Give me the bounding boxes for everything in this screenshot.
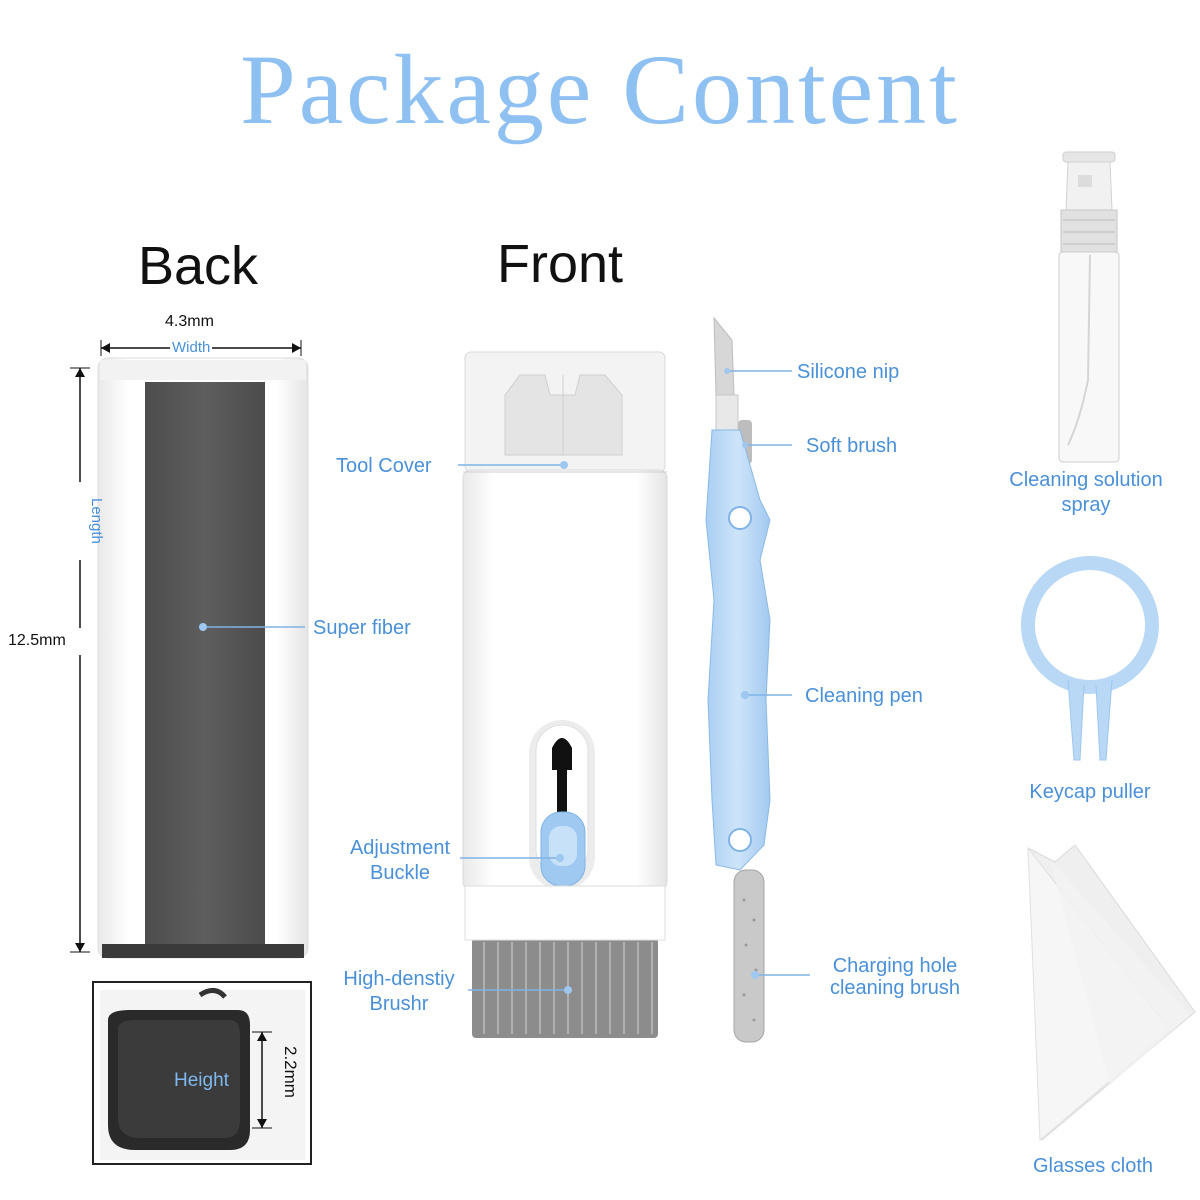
- label-tool-cover: Tool Cover: [336, 455, 432, 477]
- height-inset: [92, 981, 312, 1165]
- label-keycap-puller: Keycap puller: [1029, 781, 1151, 803]
- label-brush-1: High-denstiy: [343, 968, 455, 990]
- width-label: Width: [170, 339, 213, 356]
- label-spray-2: spray: [1061, 494, 1111, 516]
- page-title: Package Content: [240, 34, 960, 145]
- length-dimension: [70, 367, 90, 953]
- label-silicone-nip: Silicone nip: [797, 361, 900, 383]
- front-heading: Front: [497, 234, 624, 294]
- length-label: Length: [88, 498, 105, 544]
- label-glasses-cloth: Glasses cloth: [1032, 1155, 1154, 1177]
- keycap-puller: [1021, 556, 1159, 761]
- back-unit: [97, 357, 309, 959]
- label-soft-brush: Soft brush: [806, 435, 898, 457]
- back-heading: Back: [138, 236, 259, 296]
- label-adjustment-2: Buckle: [369, 862, 431, 884]
- width-value: 4.3mm: [165, 313, 214, 330]
- label-charging-1: Charging hole: [832, 955, 958, 977]
- cleaning-pen: [705, 316, 810, 1043]
- label-adjustment-1: Adjustment: [349, 837, 451, 859]
- spray-bottle: [1058, 151, 1120, 463]
- label-brush-2: Brushr: [369, 993, 429, 1015]
- label-spray-1: Cleaning solution: [1009, 469, 1163, 491]
- label-charging-2: cleaning brush: [829, 977, 961, 999]
- label-cleaning-pen: Cleaning pen: [805, 685, 923, 707]
- glasses-cloth: [1027, 844, 1196, 1142]
- super-fiber-pad: [145, 382, 265, 944]
- height-value: 2.2mm: [281, 1046, 300, 1098]
- front-unit: [458, 351, 668, 1038]
- length-value: 12.5mm: [8, 632, 66, 649]
- height-label: Height: [174, 1070, 229, 1091]
- label-super-fiber: Super fiber: [313, 617, 411, 639]
